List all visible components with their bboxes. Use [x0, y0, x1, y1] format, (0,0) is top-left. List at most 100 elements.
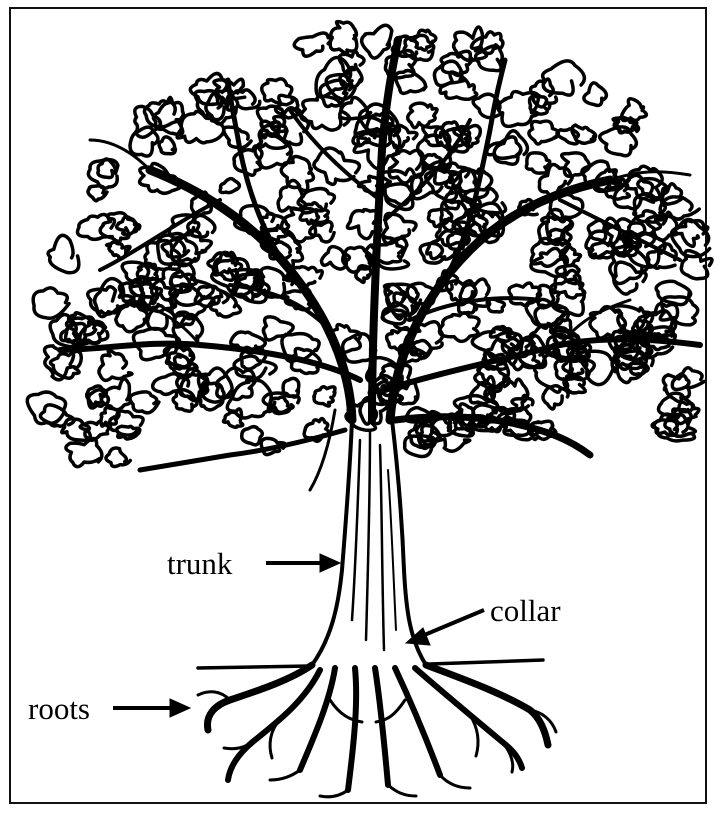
leaf-cluster: [469, 30, 505, 56]
leaf-cluster: [120, 260, 155, 285]
leaf-cluster: [108, 409, 145, 437]
leaf-cluster: [160, 237, 191, 259]
leaf-cluster: [214, 366, 257, 402]
leaf-cluster: [405, 101, 439, 130]
leaf-cluster: [218, 176, 242, 195]
leaf-cluster: [404, 405, 432, 425]
leaf-cluster: [312, 146, 362, 187]
leaf-cluster: [672, 218, 710, 249]
leaf-cluster: [117, 281, 146, 307]
leaf-cluster: [582, 81, 609, 108]
leaf-cluster: [338, 65, 364, 89]
leaf-cluster: [48, 312, 81, 349]
leaf-cluster: [162, 343, 196, 369]
leaf-cluster: [59, 417, 93, 442]
leaf-cluster: [507, 281, 542, 308]
tree-branches: [57, 36, 703, 473]
leaf-cluster: [97, 348, 134, 383]
leaf-cluster: [613, 349, 655, 385]
leaf-cluster: [359, 23, 394, 60]
leaf-cluster: [409, 160, 455, 201]
leaf-cluster: [261, 315, 295, 342]
leaf-cluster: [427, 415, 473, 453]
leaf-cluster: [114, 302, 149, 334]
leaf-cluster: [546, 227, 573, 247]
leaf-cluster: [131, 326, 182, 362]
leaf-cluster: [259, 77, 295, 107]
leaf-cluster: [535, 283, 561, 310]
leaf-cluster: [635, 302, 680, 342]
label-roots: roots: [28, 691, 90, 726]
leaf-cluster: [172, 310, 197, 329]
leaf-cluster: [78, 419, 111, 442]
leaf-cluster: [75, 212, 117, 242]
leaf-cluster: [483, 377, 530, 416]
leaf-cluster: [434, 217, 471, 248]
leaf-cluster: [337, 49, 366, 76]
leaf-cluster: [63, 311, 106, 346]
leaf-cluster: [328, 19, 359, 55]
trunk-arrow: [266, 553, 342, 573]
leaf-cluster: [650, 412, 697, 443]
leaf-cluster: [612, 260, 648, 296]
leaf-cluster: [98, 211, 139, 244]
leaf-cluster: [193, 284, 230, 309]
label-collar: collar: [490, 593, 561, 628]
leaf-cluster: [426, 207, 454, 229]
leaf-cluster: [225, 378, 277, 420]
leaf-cluster: [654, 279, 693, 307]
leaf-cluster: [318, 78, 349, 109]
leaf-cluster: [554, 263, 581, 286]
leaf-cluster: [418, 241, 447, 265]
leaf-cluster: [99, 377, 132, 412]
leaf-cluster: [622, 231, 667, 269]
leaf-cluster: [558, 244, 583, 268]
leaf-cluster: [660, 182, 685, 206]
leaf-cluster: [539, 207, 575, 246]
leaf-cluster: [387, 148, 425, 185]
leaf-cluster: [421, 125, 452, 148]
leaf-cluster: [196, 366, 234, 404]
leaf-cluster: [402, 434, 437, 459]
leaf-cluster: [64, 436, 104, 469]
leaf-cluster: [86, 157, 120, 191]
leaf-cluster: [382, 282, 423, 321]
leaf-cluster: [468, 210, 503, 245]
tree-roots: [196, 661, 558, 799]
leaf-cluster: [233, 270, 266, 303]
leaf-cluster: [402, 33, 436, 63]
leaf-cluster: [463, 186, 508, 215]
leaf-cluster: [608, 244, 650, 286]
leaf-cluster: [308, 220, 336, 244]
label-trunk: trunk: [167, 546, 233, 581]
leaf-cluster: [485, 135, 523, 166]
leaf-cluster: [603, 177, 632, 201]
leaf-cluster: [232, 144, 264, 177]
leaf-cluster: [524, 151, 552, 175]
roots-arrow: [113, 698, 192, 718]
leaf-cluster: [156, 231, 199, 268]
leaf-cluster: [85, 285, 121, 319]
leaf-cluster: [169, 228, 214, 264]
leaf-cluster: [186, 213, 217, 239]
leaf-cluster: [31, 286, 71, 321]
leaf-cluster: [679, 248, 714, 281]
leaf-cluster: [96, 157, 118, 180]
leaf-cluster: [559, 151, 592, 179]
annotation-arrows: [113, 553, 485, 718]
leaf-cluster: [128, 125, 160, 158]
leaf-cluster: [253, 132, 294, 170]
leaf-cluster: [612, 173, 655, 211]
leaf-cluster: [383, 282, 409, 309]
leaf-cluster: [620, 97, 649, 123]
leaf-cluster: [267, 395, 292, 416]
leaf-cluster: [354, 264, 373, 285]
tree-canopy: [25, 19, 714, 469]
leaf-cluster: [259, 436, 288, 457]
leaf-cluster: [204, 88, 240, 126]
leaf-cluster: [338, 95, 373, 121]
leaf-cluster: [312, 385, 337, 408]
leaf-cluster: [637, 309, 676, 339]
leaf-cluster: [145, 303, 177, 332]
